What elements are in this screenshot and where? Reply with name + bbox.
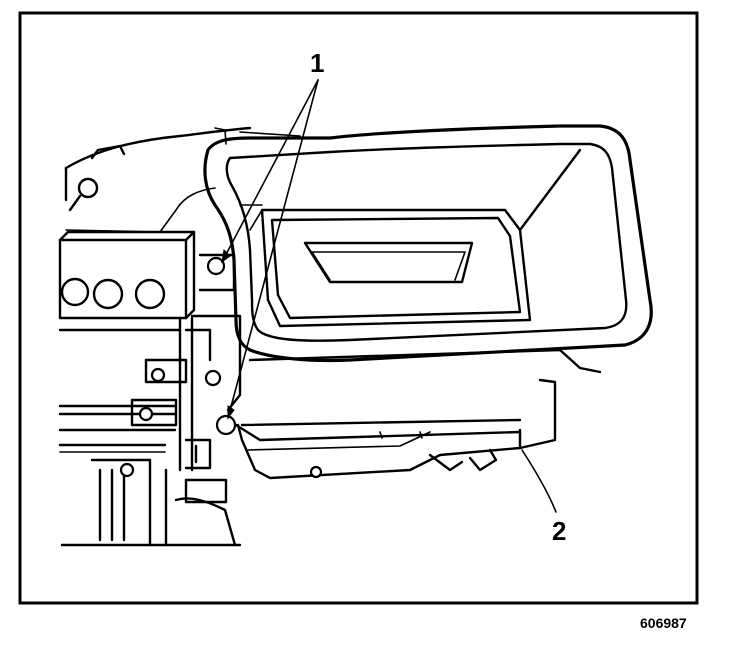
leader-lines (221, 79, 557, 513)
instrument-panel-carrier (58, 126, 252, 547)
figure-frame (18, 11, 699, 605)
leader-line-1a (221, 79, 319, 263)
hvac-module-housing (203, 124, 653, 363)
callout-label-2: 2 (552, 516, 566, 546)
lower-case-tray (215, 348, 602, 480)
leader-line-1b (227, 79, 319, 419)
mounting-plate (190, 253, 242, 412)
figure-id: 606987 (640, 615, 687, 631)
leader-line-2 (521, 449, 557, 513)
callout-label-1: 1 (310, 48, 324, 78)
